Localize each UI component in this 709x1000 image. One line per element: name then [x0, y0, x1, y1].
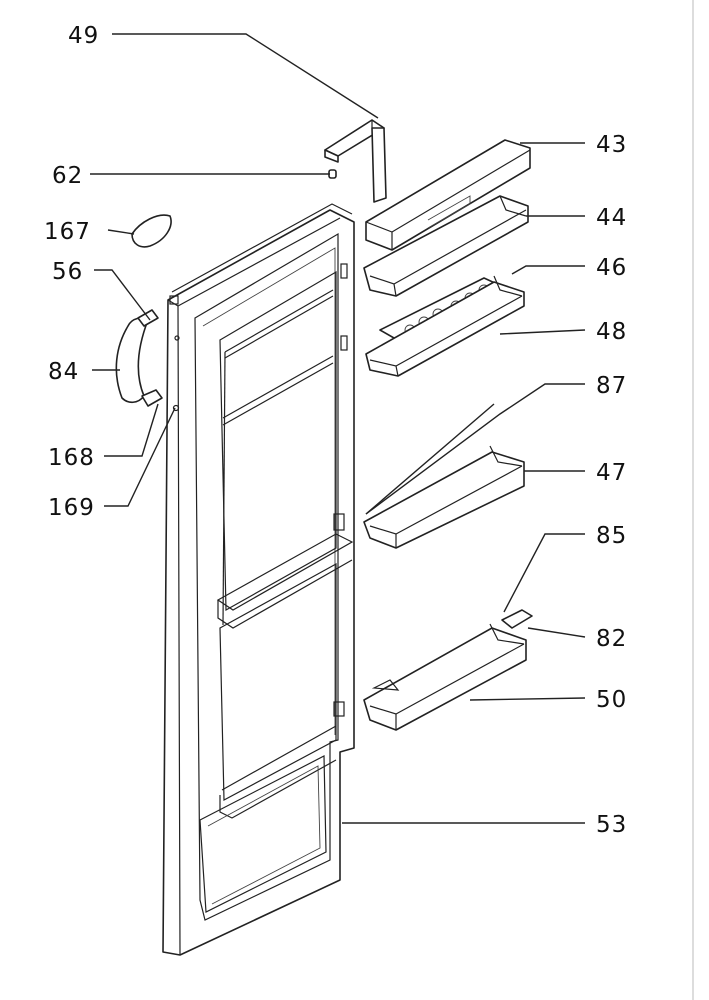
callout-62: 62: [52, 163, 83, 189]
end-cap: [131, 214, 172, 248]
callout-44: 44: [596, 205, 627, 231]
upper-door-shelf: [365, 275, 525, 377]
leader-lines: [90, 33, 586, 824]
callout-168: 168: [48, 445, 95, 471]
callout-43: 43: [596, 132, 627, 158]
callout-50: 50: [596, 687, 627, 713]
lower-door-shelf: [363, 623, 527, 731]
bottle-retainer-clip: [501, 609, 533, 629]
callout-85: 85: [596, 523, 627, 549]
top-hinge-bracket: [324, 119, 387, 203]
callout-167: 167: [44, 219, 91, 245]
door-panel: [162, 203, 355, 956]
hinge-pin: [328, 169, 337, 179]
callout-53: 53: [596, 812, 627, 838]
callout-46: 46: [596, 255, 627, 281]
dairy-compartment-tray: [363, 195, 529, 297]
door-handle: [115, 309, 163, 407]
callout-49: 49: [68, 23, 99, 49]
callout-87: 87: [596, 373, 627, 399]
callout-47: 47: [596, 460, 627, 486]
callout-84: 84: [48, 359, 79, 385]
callout-169: 169: [48, 495, 95, 521]
callout-56: 56: [52, 259, 83, 285]
middle-door-shelf: [363, 445, 525, 549]
callout-82: 82: [596, 626, 627, 652]
callout-48: 48: [596, 319, 627, 345]
dairy-compartment-lid: [365, 139, 531, 251]
